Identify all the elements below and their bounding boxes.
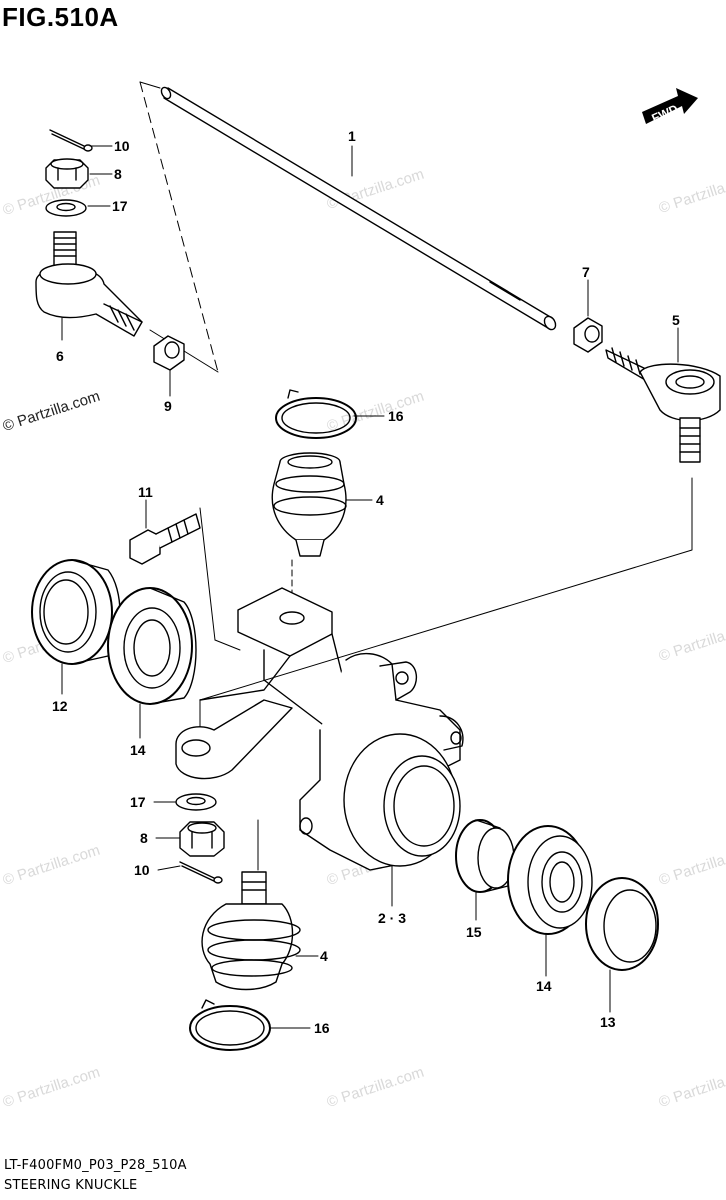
part-callout: 11	[138, 484, 153, 500]
bolt-part	[129, 513, 201, 565]
part-callout: 6	[56, 348, 64, 364]
part-callout: 4	[320, 948, 328, 964]
castle-nut-part	[45, 158, 89, 189]
lock-nut-part	[153, 335, 185, 371]
figure-code: LT-F400FM0_P03_P28_510A	[4, 1158, 187, 1173]
part-callout: 5	[672, 312, 680, 328]
part-callout: 8	[114, 166, 122, 182]
part-callout: 17	[112, 198, 128, 214]
part-callout: 14	[536, 978, 552, 994]
washer-part	[45, 199, 87, 217]
bearing-part	[107, 587, 197, 705]
figure-title: FIG.510A	[2, 2, 119, 32]
part-callout: 10	[134, 862, 150, 878]
part-callout: 9	[164, 398, 172, 414]
part-callout: 17	[130, 794, 146, 810]
circlip-part	[275, 389, 357, 439]
lock-nut-part	[573, 317, 603, 353]
part-callout: 1	[348, 128, 356, 144]
race-part	[455, 819, 515, 893]
circlip-part	[189, 999, 271, 1051]
steering-knuckle-part	[175, 587, 464, 871]
tie-rod-end-part	[35, 231, 143, 337]
ball-joint-part	[271, 452, 347, 557]
part-callout: 4	[376, 492, 384, 508]
ball-joint-part	[201, 871, 301, 991]
tie-rod-end-part	[605, 347, 721, 463]
cotter-pin-part	[179, 861, 223, 884]
part-callout: 2 · 3	[378, 910, 407, 926]
washer-part	[175, 793, 217, 811]
part-callout: 7	[582, 264, 590, 280]
part-callout: 16	[388, 408, 404, 424]
part-callout: 8	[140, 830, 148, 846]
tie-rod-part	[160, 86, 557, 331]
part-callout: 14	[130, 742, 146, 758]
bearing-part	[507, 825, 593, 935]
part-callout: 16	[314, 1020, 330, 1036]
cotter-pin-part	[49, 129, 93, 152]
oil-seal-part	[585, 877, 659, 971]
forward-label: FWD	[650, 102, 681, 126]
part-callout: 12	[52, 698, 68, 714]
part-callout: 15	[466, 924, 482, 940]
forward-direction-icon: FWD	[642, 88, 698, 126]
figure-name: STEERING KNUCKLE	[4, 1178, 138, 1193]
part-callout: 13	[600, 1014, 616, 1030]
part-callout: 10	[114, 138, 130, 154]
oil-seal-part	[31, 559, 121, 665]
castle-nut-part	[179, 821, 225, 857]
